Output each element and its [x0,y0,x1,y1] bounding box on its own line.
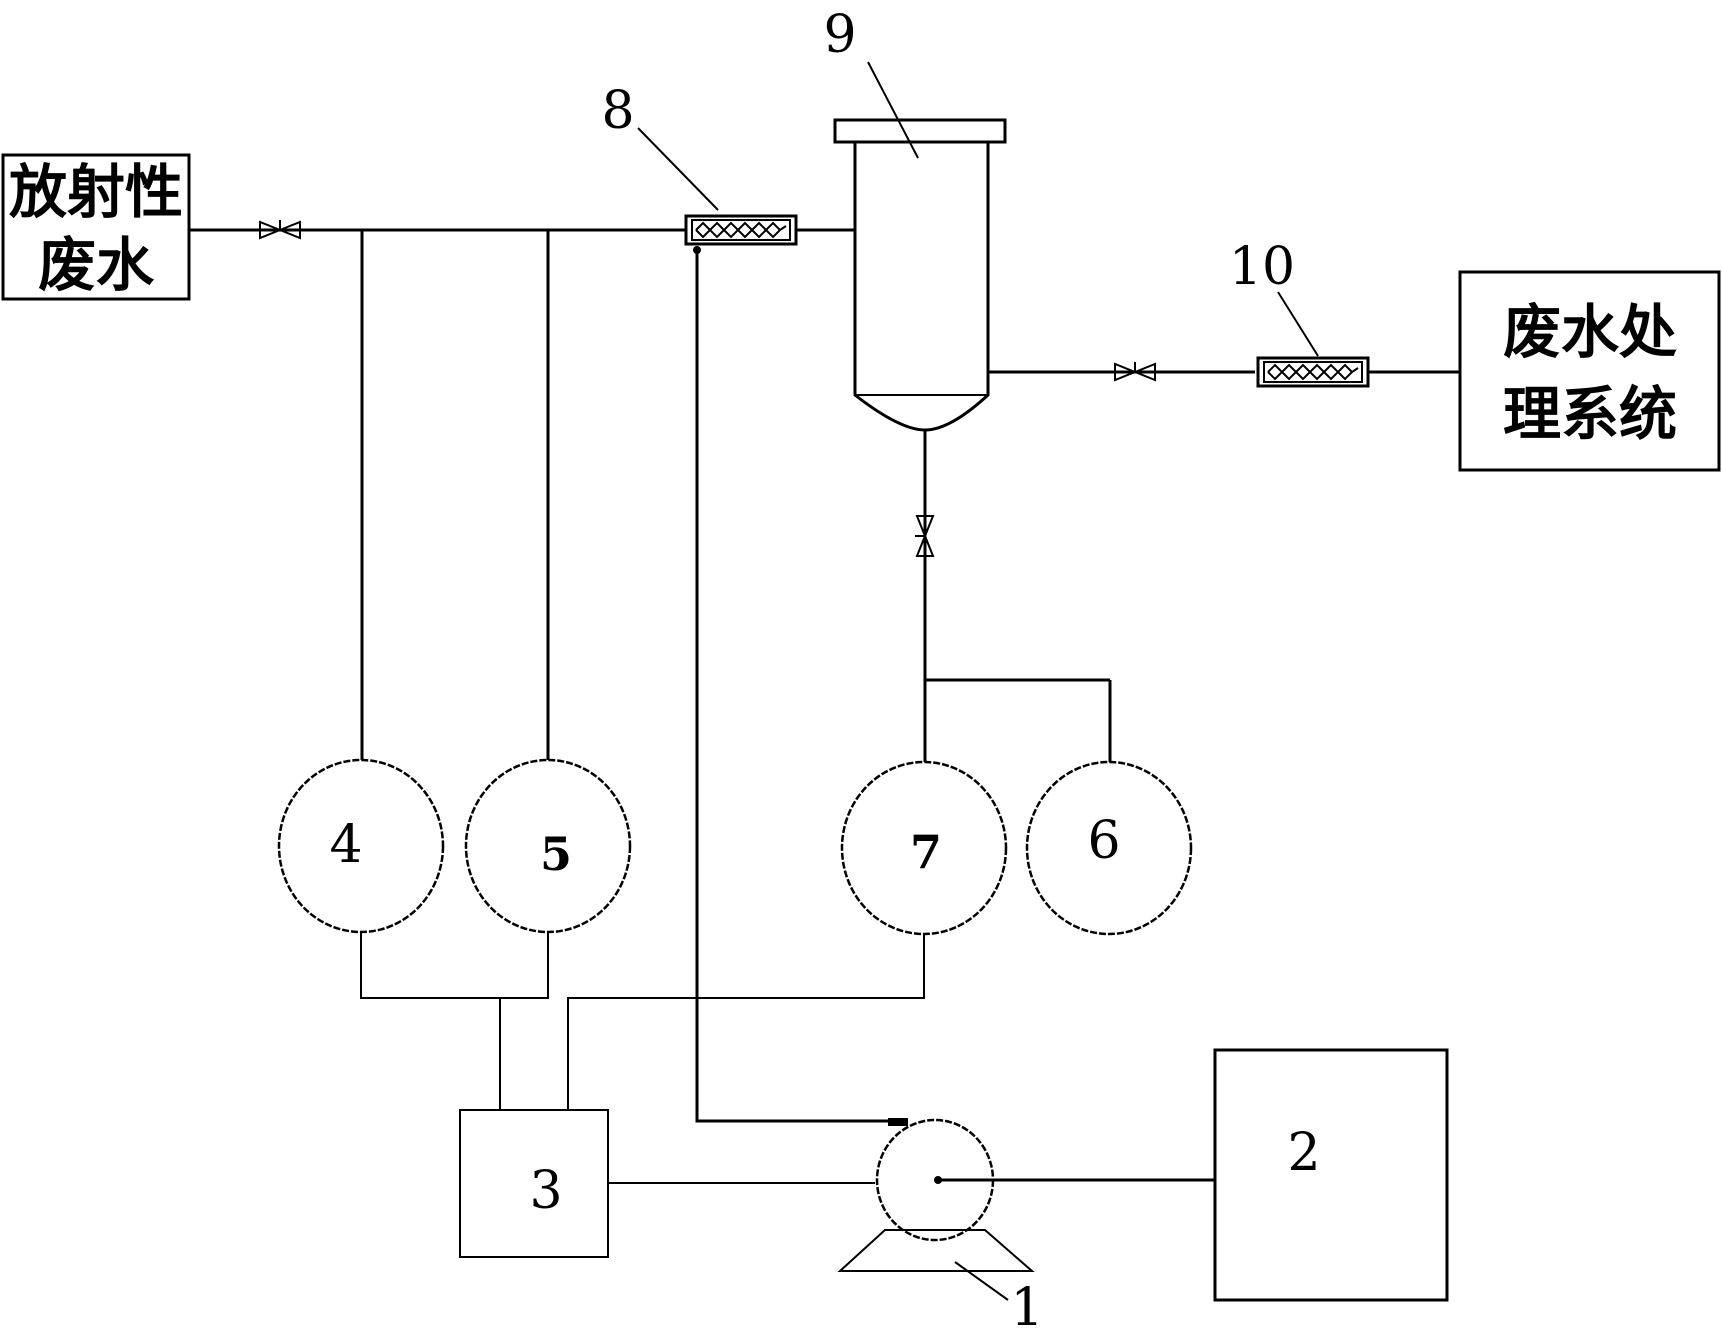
pump-1-number: 1 [1010,1278,1043,1338]
reactor-9-leader [867,61,919,159]
tank-7-number: 7 [910,825,942,879]
flowmeter-8-leader [637,127,719,211]
bottom-valve-icon [915,515,935,557]
pump-1 [837,1118,1035,1272]
tank-7: 7 [840,760,1008,936]
box-3-number: 3 [529,1161,562,1221]
tank-5-number: 5 [540,827,572,881]
radioactive-wastewater-box: 放射性 废水 [1,153,191,301]
flowmeter-10 [1256,356,1370,388]
treatment-system-label-line1: 废水处 [1503,298,1677,366]
pump-discharge-junction [693,246,701,254]
wastewater-treatment-system-box: 废水处 理系统 [1458,270,1721,472]
radioactive-wastewater-label-line1: 放射性 [9,158,183,226]
treatment-system-label-line2: 理系统 [1503,380,1677,448]
tank-4-5-to-box-3-line [360,932,549,999]
controller-box-3: 3 [459,1109,609,1258]
flowmeter-8 [684,214,798,246]
tank-6-number: 6 [1087,811,1120,871]
tank-4-number: 4 [329,815,362,875]
tank-6: 6 [1025,760,1193,936]
flowmeter-8-number: 8 [601,81,634,141]
flowmeter-10-number: 10 [1229,237,1295,297]
pump-1-leader [954,1261,1009,1301]
tank-4: 4 [277,758,445,934]
outlet-valve-icon [1114,362,1156,382]
box-2: 2 [1213,1048,1449,1302]
inlet-valve-icon [259,220,301,240]
box-2-number: 2 [1287,1123,1320,1183]
reactor-9-number: 9 [823,5,856,65]
reactor-vessel-9 [833,118,1007,432]
flowmeter-10-leader [1277,291,1319,357]
tank-7-to-box-3-line [567,934,925,1110]
tank-5: 5 [464,758,632,934]
radioactive-wastewater-label-line2: 废水 [38,231,155,299]
pump-discharge-pipe [695,252,898,1123]
